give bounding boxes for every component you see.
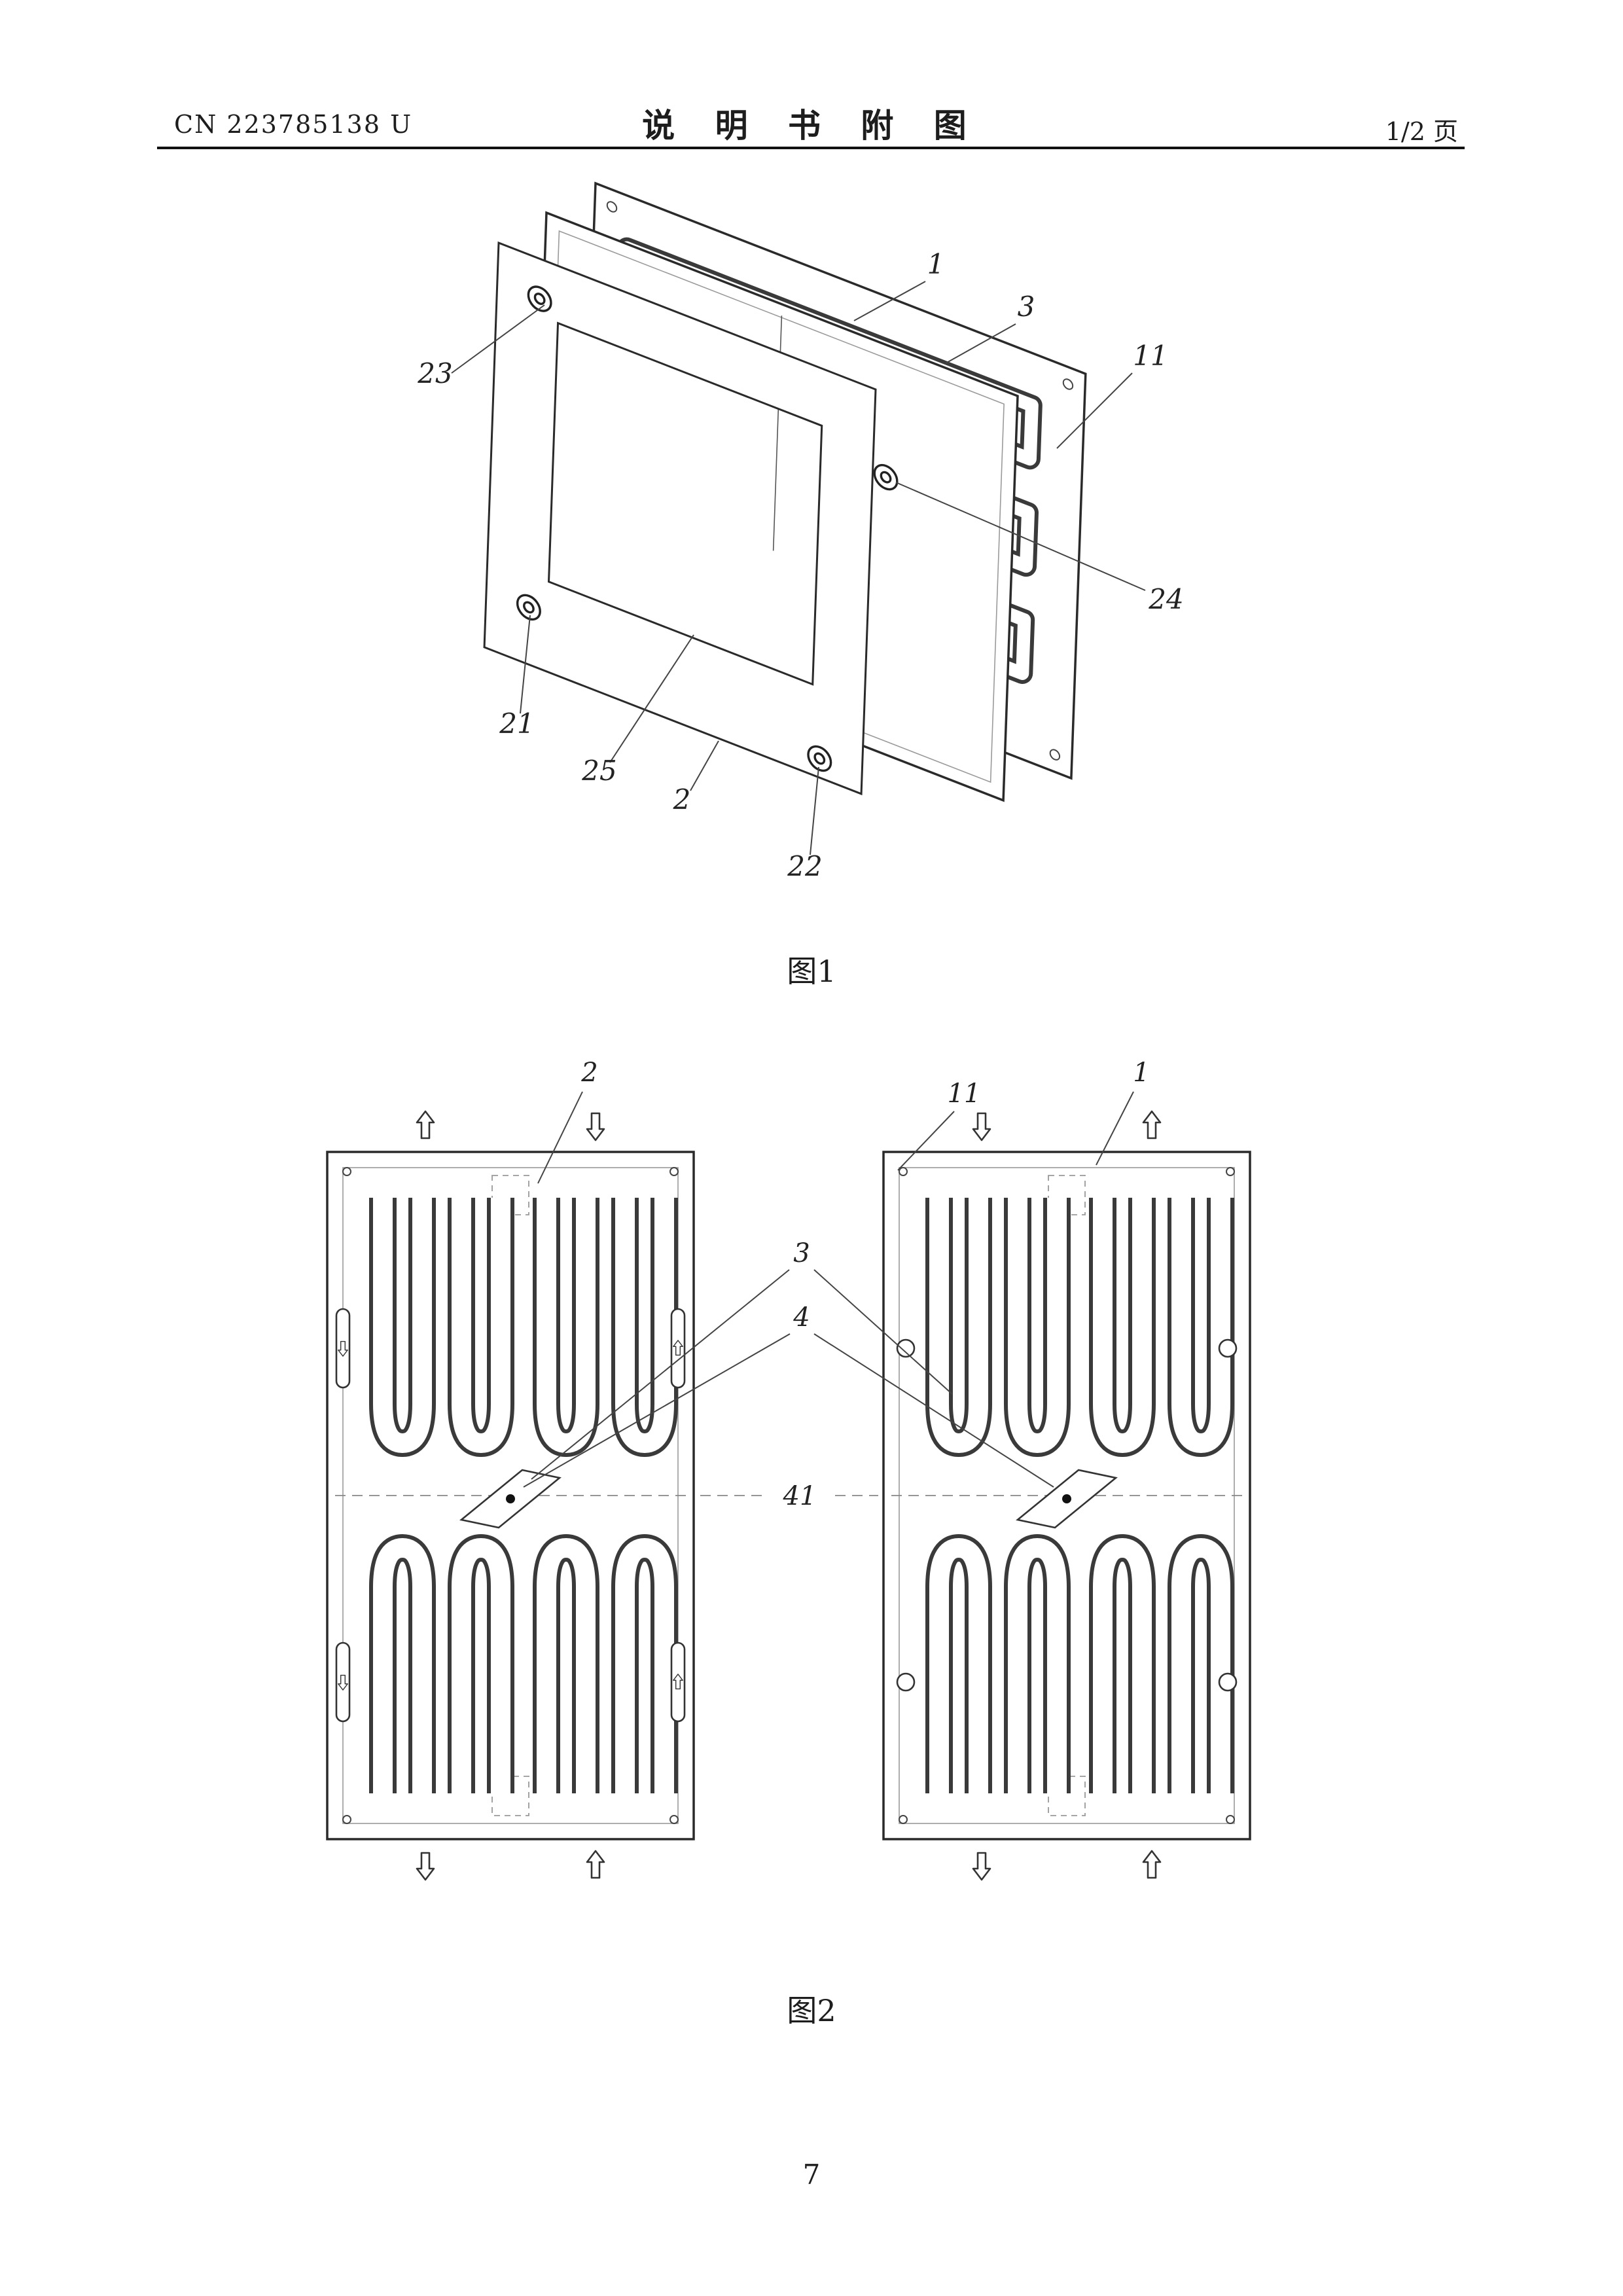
figure2-drawing: 2 1 11 3 4 41 <box>326 1058 1251 1881</box>
header-rule <box>157 147 1465 149</box>
flow-arrow-up-icon <box>1142 1850 1162 1879</box>
port-bottom <box>1048 1776 1086 1816</box>
flow-arrow-up-icon <box>586 1850 605 1879</box>
leader-line-1 <box>1096 1091 1134 1166</box>
corner-hole <box>342 1815 351 1824</box>
document-number: CN 223785138 U <box>174 110 413 139</box>
leader-line-3-left <box>531 1269 790 1480</box>
edge-hole <box>896 1338 916 1358</box>
seal-ring-23-inner <box>535 293 544 306</box>
fig2-label-41: 41 <box>783 1481 817 1511</box>
figure2-caption: 图2 <box>787 1993 836 2028</box>
corner-hole <box>1226 1815 1235 1824</box>
corner-hole <box>607 200 617 213</box>
fig2-left-plate <box>326 1110 695 1881</box>
leader-line-2 <box>537 1091 583 1184</box>
seal-ring-24-inner <box>881 471 891 484</box>
leader-line-23 <box>451 304 545 374</box>
port-bottom <box>491 1776 529 1816</box>
fig2-label-11: 11 <box>948 1079 981 1109</box>
leader-line-21 <box>520 615 531 714</box>
leader-line-22 <box>810 766 819 855</box>
leader-line-2 <box>690 740 719 791</box>
seal-ring-21-inner <box>524 601 533 614</box>
flow-arrow-up-icon <box>416 1110 435 1139</box>
leader-line-4-right <box>813 1333 1054 1488</box>
center-dot <box>1062 1494 1071 1503</box>
flow-arrow-down-icon <box>972 1112 991 1141</box>
fig1-front-plate <box>484 243 876 794</box>
corner-hole <box>342 1167 351 1176</box>
leader-line-4-left <box>523 1333 791 1488</box>
leader-line-3 <box>945 323 1016 364</box>
page-title: 说 明 书 附 图 <box>642 106 981 145</box>
figure1-caption: 图1 <box>787 954 836 989</box>
corner-hole <box>1063 378 1073 391</box>
leader-line-25 <box>609 634 694 763</box>
leader-line-11 <box>897 1111 955 1171</box>
fig1-label-24: 24 <box>1148 583 1183 615</box>
fig2-label-3: 3 <box>793 1238 810 1268</box>
figure1-drawing: 1 3 11 24 23 21 25 2 22 <box>417 157 1184 882</box>
leader-line-1 <box>853 281 926 321</box>
corner-hole <box>1050 748 1060 761</box>
flow-arrow-down-icon <box>416 1852 435 1881</box>
fig2-label-4: 4 <box>793 1302 810 1333</box>
fig1-label-2: 2 <box>673 783 691 816</box>
page-number: 7 <box>802 2159 821 2191</box>
fig1-label-22: 22 <box>787 850 822 882</box>
fig1-label-11: 11 <box>1133 340 1168 372</box>
fig1-label-1: 1 <box>927 248 945 280</box>
fig2-label-2: 2 <box>580 1058 597 1088</box>
leader-line-3-right <box>813 1269 953 1395</box>
edge-hole <box>896 1672 916 1692</box>
page-indicator: 1/2 页 <box>1385 117 1458 146</box>
seal-ring-22 <box>808 743 831 774</box>
edge-hole <box>1218 1672 1238 1692</box>
corner-hole <box>1226 1167 1235 1176</box>
front-plate-frame <box>484 243 876 794</box>
fig1-label-25: 25 <box>581 755 616 787</box>
flow-arrow-down-icon <box>972 1852 991 1881</box>
center-dot <box>506 1494 515 1503</box>
fig1-label-3: 3 <box>1018 291 1035 323</box>
corner-hole <box>899 1167 908 1176</box>
fig2-right-plate <box>882 1110 1251 1881</box>
flow-arrow-up-icon <box>1142 1110 1162 1139</box>
seal-ring-22-inner <box>815 752 825 765</box>
seal-ring-24 <box>874 461 898 493</box>
leader-line-24 <box>895 482 1146 591</box>
fig1-label-21: 21 <box>499 708 534 740</box>
seal-ring-23 <box>528 283 552 315</box>
seal-ring-21 <box>517 592 541 623</box>
corner-hole <box>899 1815 908 1824</box>
leader-line-11 <box>1056 372 1133 449</box>
flow-arrow-down-icon <box>586 1112 605 1141</box>
fig2-label-1: 1 <box>1133 1058 1149 1088</box>
corner-hole <box>669 1815 679 1824</box>
fig1-label-23: 23 <box>417 357 452 389</box>
edge-hole <box>1218 1338 1238 1358</box>
corner-hole <box>669 1167 679 1176</box>
